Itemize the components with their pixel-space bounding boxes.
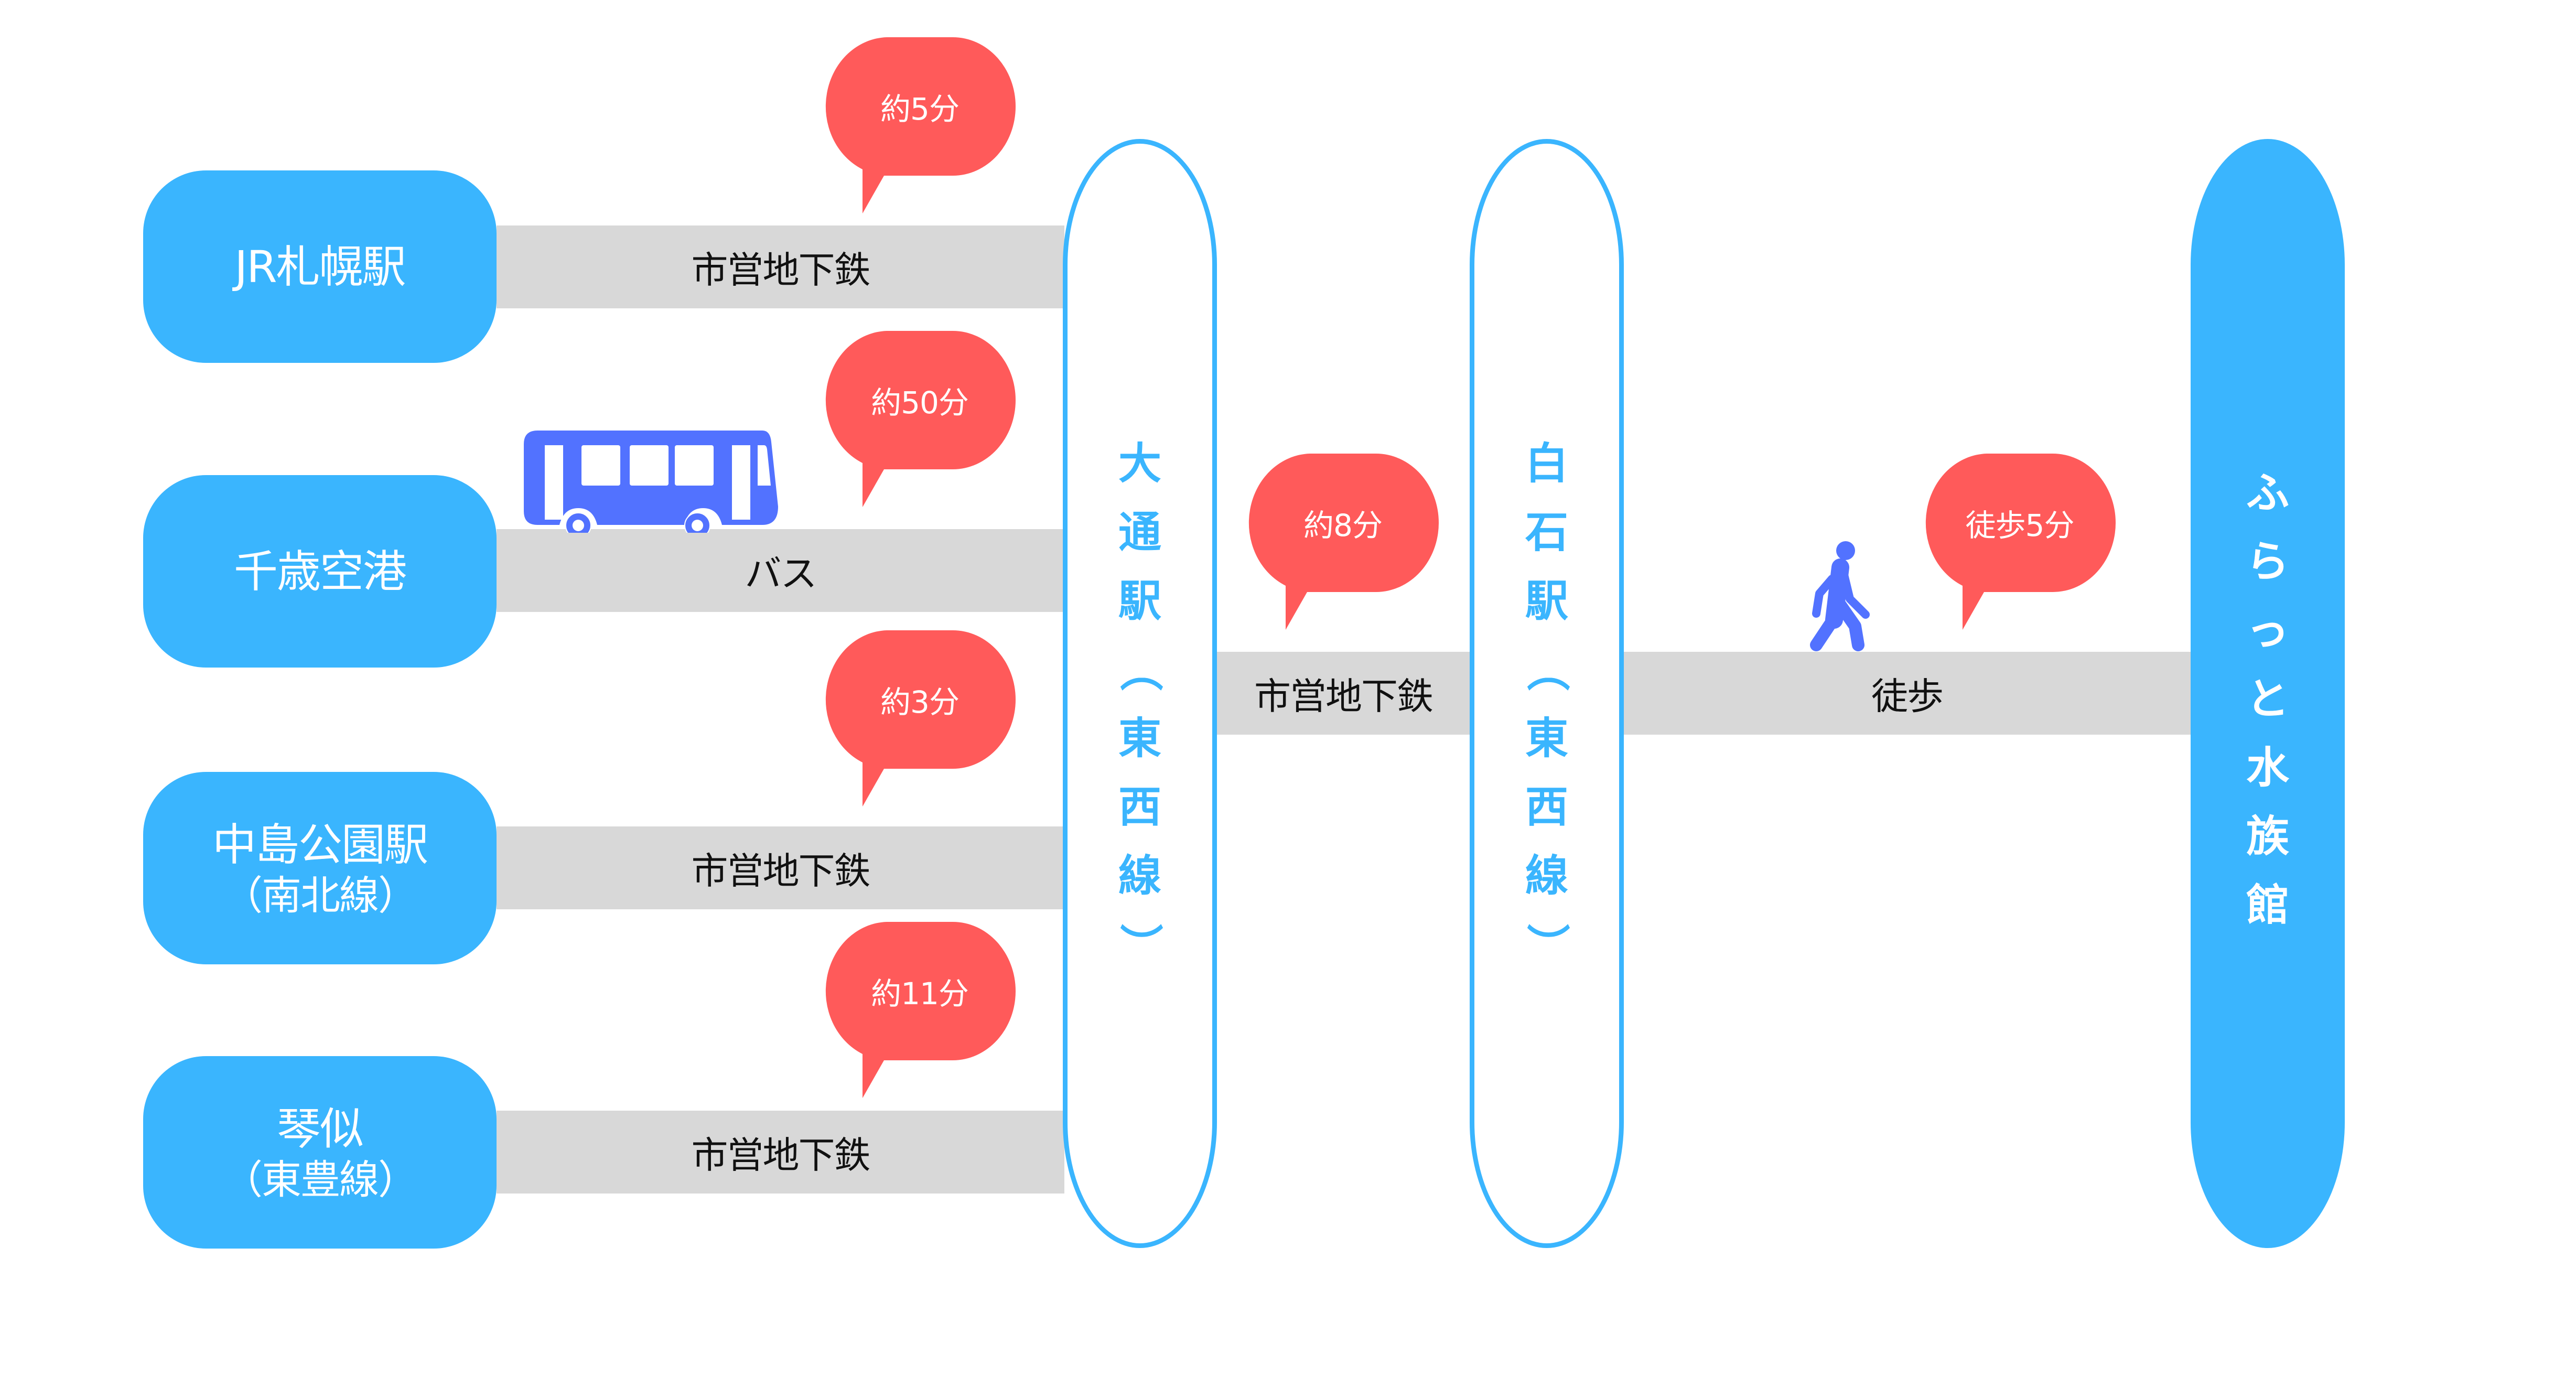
time-label: 徒歩5分	[1965, 508, 2075, 543]
destination-char: と	[2246, 674, 2289, 724]
time-label: 約50分	[871, 385, 969, 421]
station-char: ）	[1115, 910, 1165, 979]
route-mode-label: 市営地下鉄	[691, 849, 871, 893]
speech-bubble-icon	[825, 37, 1016, 213]
time-bubble: 約5分	[824, 37, 1016, 213]
station-char: ）	[1522, 910, 1571, 979]
time-bubble: 約3分	[824, 630, 1016, 807]
final-station-label: 白 石 駅 （ 東 西 線 ）	[1522, 429, 1571, 979]
destination-char: っ	[2246, 606, 2289, 655]
time-bubble: 約8分	[1247, 454, 1439, 630]
destination-char: 族	[2246, 812, 2289, 862]
walk-route-connector: 徒歩	[1622, 652, 2192, 735]
destination-char: ふ	[2246, 468, 2289, 518]
station-char: 線	[1525, 851, 1568, 901]
close-paren: ）	[1115, 923, 1165, 966]
route-connector: バス	[497, 529, 1064, 612]
middle-route-connector: 市営地下鉄	[1215, 652, 1471, 735]
station-char: 白	[1525, 439, 1568, 489]
route-connector: 市営地下鉄	[497, 225, 1064, 308]
time-label: 約8分	[1303, 508, 1383, 543]
open-paren: （	[1522, 648, 1572, 692]
origin-line: （南北線）	[223, 872, 418, 919]
origin-name: 千歳空港	[233, 545, 407, 597]
origin-line: （東豊線）	[223, 1156, 418, 1203]
time-label: 約11分	[871, 976, 969, 1012]
route-mode-label: バス	[745, 552, 817, 595]
origin-name: 中島公園駅	[212, 819, 428, 870]
time-bubble: 約50分	[824, 331, 1016, 507]
speech-bubble-icon	[825, 922, 1016, 1098]
station-char: 駅	[1118, 576, 1161, 626]
station-char: 大	[1118, 439, 1161, 489]
speech-bubble-icon	[825, 630, 1016, 807]
route-mode-label: 市営地下鉄	[1254, 674, 1433, 718]
destination-char: 館	[2246, 880, 2289, 930]
time-bubble: 約11分	[824, 922, 1016, 1098]
route-mode-label: 市営地下鉄	[691, 248, 871, 292]
speech-bubble-icon	[825, 331, 1016, 507]
station-char: 東	[1118, 714, 1161, 764]
route-mode-label: 市営地下鉄	[691, 1133, 871, 1177]
route-connector: 市営地下鉄	[497, 826, 1064, 909]
origin-chitose-airport: 千歳空港	[143, 475, 497, 668]
station-char: （	[1522, 636, 1571, 704]
route-mode-label: 徒歩	[1871, 674, 1944, 718]
time-label: 約5分	[880, 91, 960, 127]
origin-name: JR札幌駅	[234, 241, 406, 293]
station-char: 通	[1118, 508, 1161, 557]
station-char: 駅	[1525, 576, 1568, 626]
final-station-pillar: 白 石 駅 （ 東 西 線 ）	[1470, 139, 1624, 1248]
destination-char: 水	[2246, 743, 2289, 793]
transfer-station-label: 大 通 駅 （ 東 西 線 ）	[1115, 429, 1165, 979]
station-char: 西	[1118, 782, 1161, 832]
station-char: 石	[1525, 508, 1568, 557]
station-char: 西	[1525, 782, 1568, 832]
open-paren: （	[1115, 648, 1165, 692]
speech-bubble-icon	[1925, 454, 2116, 630]
station-char: 線	[1118, 851, 1161, 901]
station-char: 東	[1525, 714, 1568, 764]
speech-bubble-icon	[1248, 454, 1439, 630]
transfer-station-pillar: 大 通 駅 （ 東 西 線 ）	[1063, 139, 1217, 1248]
origin-name: 琴似	[276, 1103, 364, 1155]
time-bubble: 徒歩5分	[1924, 454, 2116, 630]
bus-icon	[524, 431, 778, 533]
destination-label: ふ ら っ と 水 族 館	[2246, 459, 2289, 940]
origin-nakajima-koen: 中島公園駅 （南北線）	[143, 772, 497, 964]
time-label: 約3分	[880, 684, 960, 720]
route-connector: 市営地下鉄	[497, 1111, 1064, 1194]
origin-kotoni: 琴似 （東豊線）	[143, 1056, 497, 1249]
station-char: （	[1115, 636, 1165, 704]
origin-jr-sapporo: JR札幌駅	[143, 170, 497, 363]
destination-pillar: ふ ら っ と 水 族 館	[2191, 139, 2345, 1248]
destination-char: ら	[2246, 537, 2289, 587]
walking-person-icon	[1810, 541, 1870, 651]
close-paren: ）	[1522, 923, 1572, 966]
